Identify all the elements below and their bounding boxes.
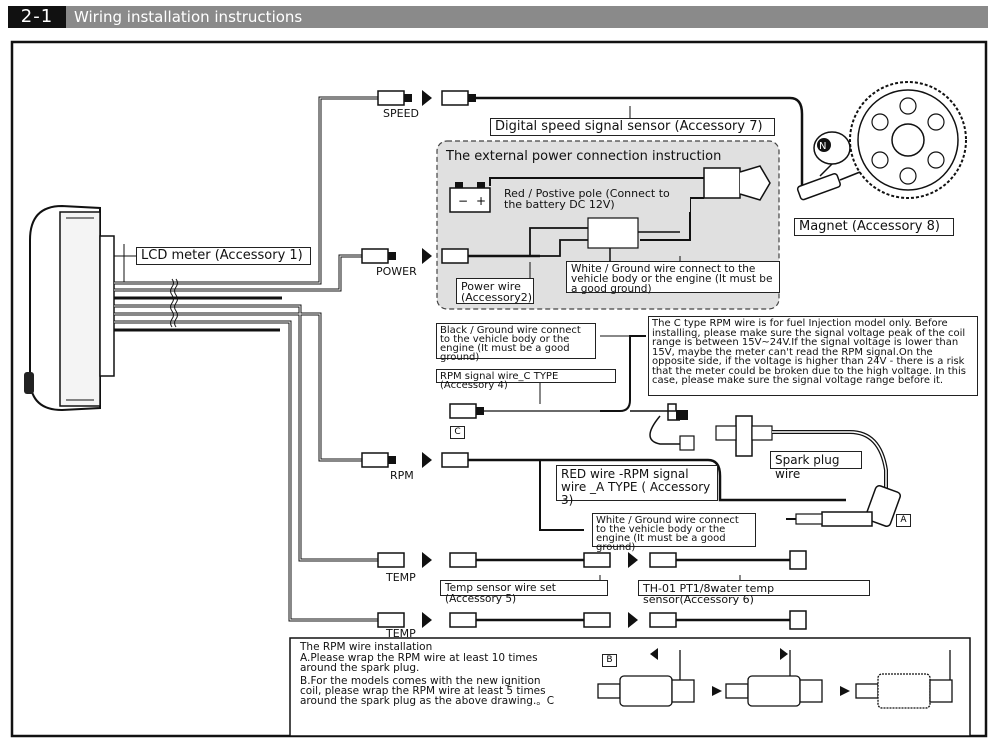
tag-a: A [896,514,911,527]
rpm-install-title: The RPM wire installation [300,641,433,653]
speed-sensor-body [796,171,861,201]
red-pole-label: Red / Postive pole (Connect to the batte… [500,186,690,212]
section-number: 2-1 [8,6,66,28]
rpm-c-wire [449,335,695,451]
power-connector-label: POWER [376,265,417,278]
rpm-connector-label: RPM [390,469,414,482]
section-title: Wiring installation instructions [74,8,303,26]
red-rpm-a-label: RED wire -RPM signal wire _A TYPE ( Acce… [556,465,718,507]
sprocket-disc [849,81,967,199]
install-drawings [597,650,953,709]
magnet-icon: N [813,131,851,177]
tag-c: C [450,426,465,439]
harness-highlights [114,97,378,621]
lcd-meter-label: LCD meter (Accessory 1) [136,247,311,265]
battery-icon: − + [449,182,491,213]
spark-plug-wire-label: Spark plug wire [770,451,862,481]
spark-plug [786,485,901,527]
rpm-c-label: RPM signal wire_C TYPE (Accessory 4) [436,369,616,391]
fuse-holder [703,167,741,199]
power-panel-title: The external power connection instructio… [446,149,722,164]
temp-connector-label-2: TEMP [386,627,416,640]
speed-sensor-label: Digital speed signal sensor (Accessory 7… [490,118,775,136]
power-wire-label: Power wire (Accessory2) [456,278,534,304]
c-type-note: The C type RPM wire is for fuel Injectio… [648,316,978,396]
rpm-install-a: A.Please wrap the RPM wire at least 10 t… [300,652,538,674]
connector-power [361,248,540,264]
harness-wires [114,96,378,622]
white-ground-power-label: White / Ground wire connect to the vehic… [566,261,780,294]
section-header: 2-1 Wiring installation instructions [8,6,988,28]
break-marks [170,278,178,328]
wire-splice [587,217,639,249]
th01-label: TH-01 PT1/8water temp sensor(Accessory 6… [638,580,870,605]
leader-lines [529,106,741,582]
svg-text:−: − [458,194,468,208]
ignition-coil [715,415,888,490]
black-ground-label: Black / Ground wire connect to the vehic… [436,323,596,363]
lcd-meter-device [24,204,115,412]
magnet-letter: N [819,141,826,152]
magnet-label: Magnet (Accessory 8) [794,218,954,236]
rpm-install-b: B.For the models comes with the new igni… [300,675,555,707]
svg-text:+: + [476,194,486,208]
connector-temp-2 [377,610,807,630]
connector-temp-1 [377,550,807,570]
speed-connector-label: SPEED [383,107,419,120]
white-ground-rpm-label: White / Ground wire connect to the vehic… [592,513,756,553]
connector-speed [377,90,804,186]
temp-set-label: Temp sensor wire set (Accessory 5) [440,580,608,605]
tag-b: B [602,654,617,667]
temp-connector-label-1: TEMP [386,571,416,584]
